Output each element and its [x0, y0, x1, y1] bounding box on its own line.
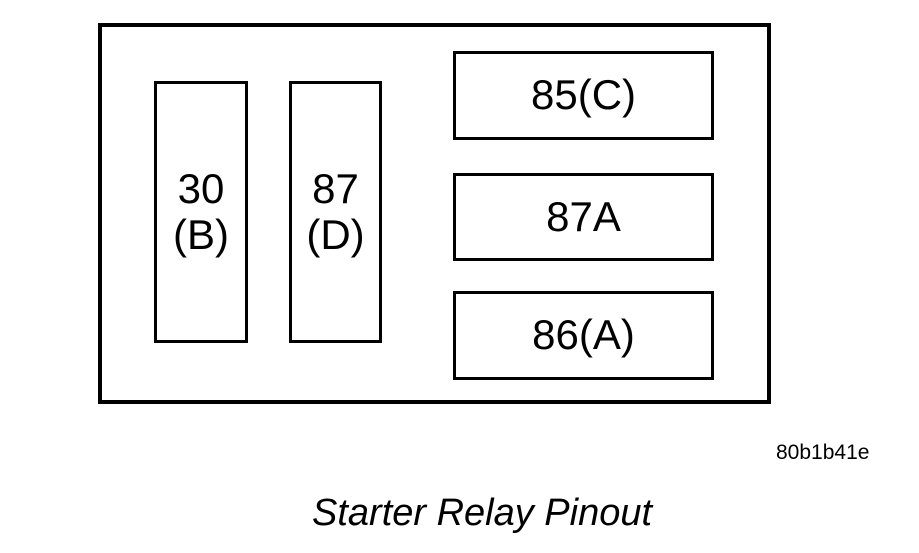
- pin-86-a: 86(A): [453, 291, 714, 380]
- pin-87a: 87A: [453, 173, 714, 261]
- figure-reference-code: 80b1b41e: [776, 441, 870, 464]
- pin-30-b: 30 (B): [154, 81, 248, 343]
- relay-body-outline: 30 (B) 87 (D) 85(C) 87A 86(A): [98, 23, 771, 404]
- figure-caption: Starter Relay Pinout: [312, 492, 653, 534]
- pin-87-d: 87 (D): [289, 81, 382, 343]
- pin-85-c: 85(C): [453, 51, 714, 140]
